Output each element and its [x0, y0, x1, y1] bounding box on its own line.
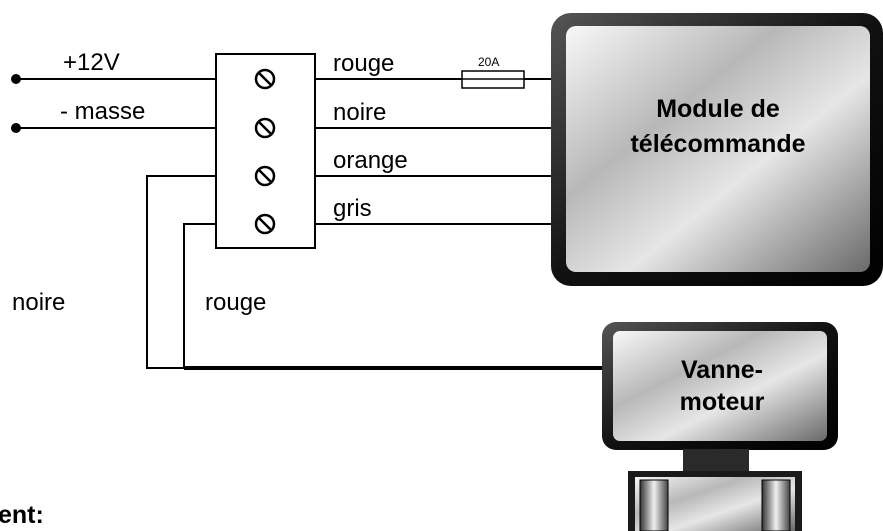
wire-gris-label: gris — [333, 195, 372, 222]
motor-shaft — [683, 449, 749, 471]
wire-rouge-label: rouge — [333, 50, 394, 77]
terminal-ground — [11, 123, 215, 133]
screw-icon — [254, 117, 276, 139]
module-title-line2: télécommande — [630, 130, 805, 158]
terminal-block — [215, 53, 316, 249]
plus12v-label: +12V — [63, 49, 120, 76]
remote-module — [551, 13, 883, 286]
fuse-label: 20A — [478, 55, 499, 69]
wire-noire-to-motor — [146, 175, 216, 369]
wire-rouge-down-label: rouge — [205, 289, 266, 316]
valve-body — [628, 471, 802, 531]
wire-orange-label: orange — [333, 147, 408, 174]
footer-partial-heading: ent: — [0, 501, 44, 529]
valve-motor — [602, 322, 838, 450]
fuse-icon — [461, 70, 525, 89]
screw-icon — [254, 165, 276, 187]
ground-label: - masse — [60, 98, 145, 125]
wire-noire-label: noire — [333, 99, 386, 126]
motor-title-line2: moteur — [680, 388, 765, 416]
module-title-line1: Module de — [656, 95, 780, 123]
terminal-plus — [11, 74, 215, 84]
screw-icon — [254, 68, 276, 90]
wire-noire-down-label: noire — [12, 289, 65, 316]
motor-title-line1: Vanne- — [681, 356, 763, 384]
screw-icon — [254, 213, 276, 235]
